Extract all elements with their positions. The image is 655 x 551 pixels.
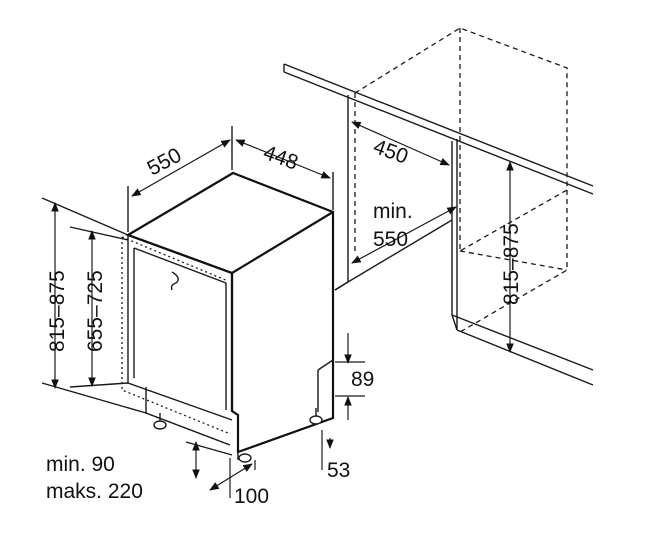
label-overall-height: 815–875 <box>46 270 69 352</box>
label-foot-top: 89 <box>351 368 374 391</box>
label-foot-bottom: 53 <box>327 459 350 482</box>
label-niche-min-prefix: min. <box>373 200 413 223</box>
label-plinth-max: maks. 220 <box>46 480 143 503</box>
label-niche-width: 450 <box>370 135 411 169</box>
label-width: 448 <box>260 141 301 175</box>
label-plinth-min: min. 90 <box>46 453 115 476</box>
label-niche-min-value: 550 <box>373 228 408 251</box>
label-depth: 550 <box>144 144 186 181</box>
label-niche-height: 815–875 <box>500 223 523 305</box>
label-body-height: 655–725 <box>84 270 107 352</box>
dishwasher-body <box>121 171 335 463</box>
dimension-lines <box>51 121 514 498</box>
reference-lines <box>41 126 334 414</box>
label-plinth-depth: 100 <box>234 485 269 508</box>
